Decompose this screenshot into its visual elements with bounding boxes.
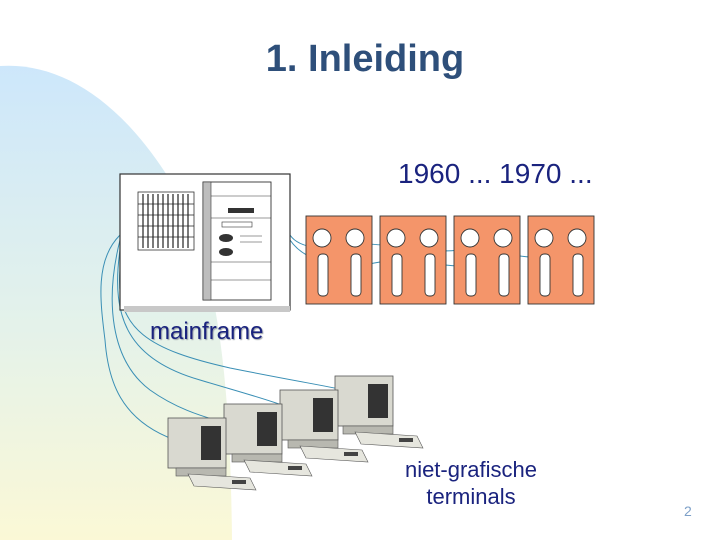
terminal-1 — [167, 417, 257, 491]
tape-unit-1 — [305, 215, 373, 305]
terminals — [167, 375, 424, 491]
slide-title: 1. Inleiding — [265, 38, 465, 80]
mainframe-computer — [119, 173, 291, 312]
terminals-label: niet-grafische terminals — [390, 456, 552, 510]
tape-unit-3 — [453, 215, 521, 305]
tape-rack — [137, 191, 195, 251]
mainframe-cabinet — [202, 181, 272, 301]
tape-unit-4 — [527, 215, 595, 305]
terminal-3 — [279, 389, 369, 463]
years-label: 1960 ... 1970 ... — [398, 158, 593, 189]
terminals-label-line1: niet-grafische — [404, 457, 538, 482]
tape-units — [305, 215, 595, 305]
mainframe-label: mainframe — [150, 318, 264, 345]
page-number: 2 — [684, 503, 692, 519]
terminals-label-line2: terminals — [426, 484, 516, 509]
tape-unit-2 — [379, 215, 447, 305]
terminal-4 — [334, 375, 424, 449]
